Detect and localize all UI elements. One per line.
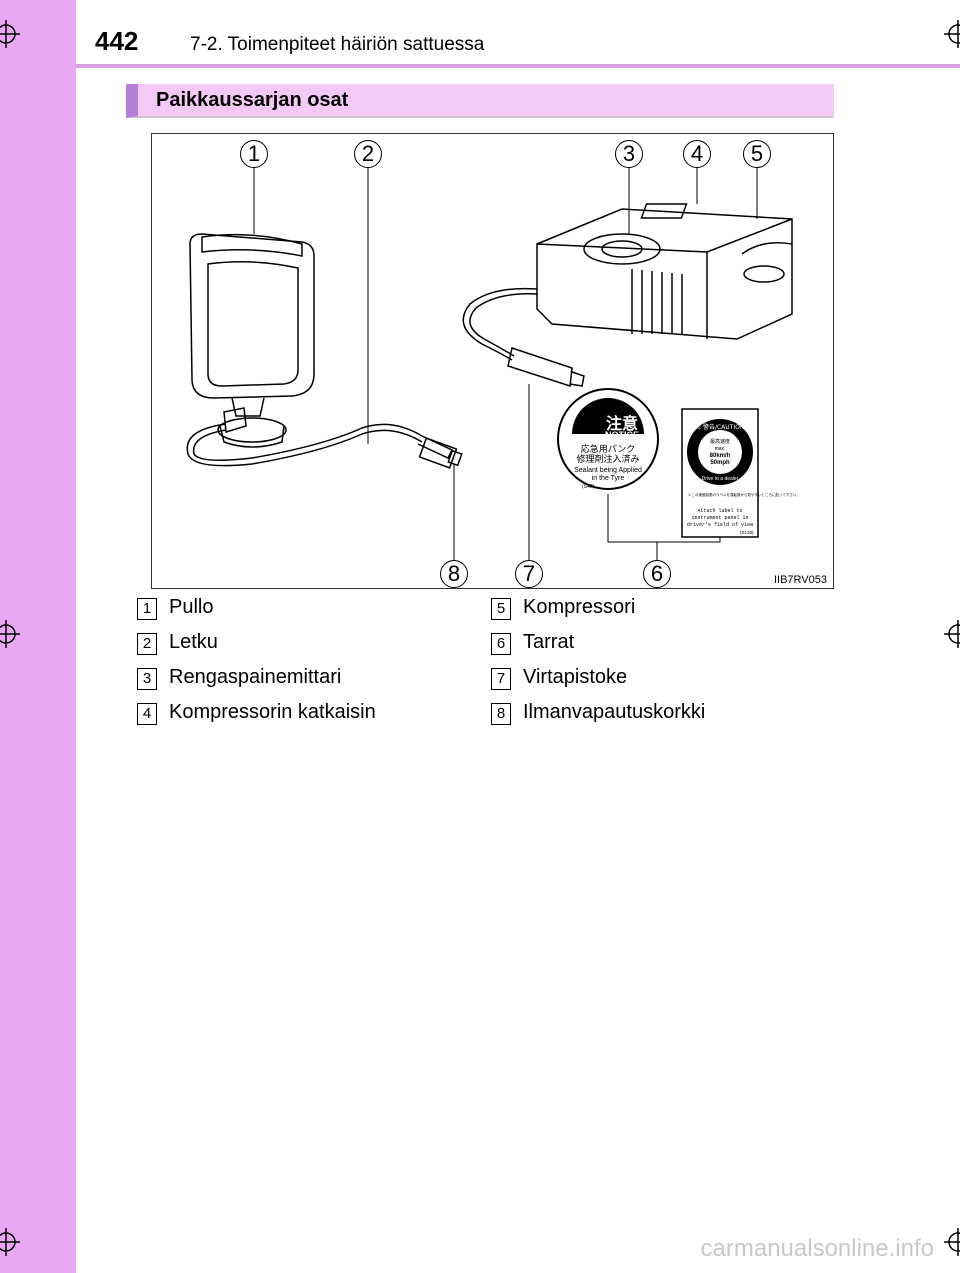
callout-1: 1 bbox=[240, 140, 268, 168]
legend-number: 4 bbox=[137, 703, 157, 725]
chapter-title: 7-2. Toimenpiteet häiriön sattuessa bbox=[190, 34, 485, 55]
legend-number: 2 bbox=[137, 633, 157, 655]
caution-code: (S139) bbox=[740, 530, 754, 535]
caution-note-en-3: driver's field of view bbox=[687, 522, 753, 528]
notice-jp-1: 応急用パンク bbox=[581, 443, 635, 455]
callout-2: 2 bbox=[354, 140, 382, 168]
caution-max: max. bbox=[715, 446, 726, 452]
caution-header: ⚠ 警告/CAUTION bbox=[696, 423, 745, 431]
hose bbox=[186, 423, 423, 467]
caution-sticker: ⚠ 警告/CAUTION 最高速度 max. 80km/h 50mph Driv… bbox=[681, 408, 800, 538]
bottle-body bbox=[189, 233, 315, 399]
crop-mark-icon bbox=[0, 20, 20, 48]
callout-7: 7 bbox=[515, 560, 543, 588]
legend-label: Ilmanvapautuskorkki bbox=[523, 701, 706, 723]
power-cord bbox=[462, 287, 538, 361]
notice-sticker: 注意 NOTICE 応急用パンク 修理剤注入済み Sealant being A… bbox=[557, 388, 659, 490]
crop-mark-icon bbox=[944, 1228, 960, 1256]
bottle-neck bbox=[231, 397, 265, 417]
legend-number: 6 bbox=[491, 633, 511, 655]
callout-6: 6 bbox=[643, 560, 671, 588]
legend-label: Tarrat bbox=[523, 631, 575, 653]
legend-label: Pullo bbox=[169, 596, 214, 618]
compressor-switch bbox=[640, 203, 688, 219]
compressor-body bbox=[536, 208, 793, 340]
notice-label: NOTICE bbox=[605, 430, 639, 440]
bottle-inner bbox=[207, 261, 299, 387]
air-release-cap bbox=[418, 437, 458, 469]
notice-en-1: Sealant being Applied bbox=[574, 467, 642, 474]
repair-kit-illustration: 注意 NOTICE 応急用パンク 修理剤注入済み Sealant being A… bbox=[151, 133, 834, 589]
bottle-cap bbox=[217, 417, 287, 443]
page-number: 442 bbox=[95, 26, 139, 56]
notice-en-2: in the Tyre bbox=[592, 475, 625, 482]
crop-mark-icon bbox=[944, 620, 960, 648]
legend-number: 5 bbox=[491, 598, 511, 620]
notice-jp-2: 修理剤注入済み bbox=[576, 453, 639, 465]
legend-label: Letku bbox=[169, 631, 218, 653]
legend-label: Rengaspainemittari bbox=[169, 666, 342, 688]
caution-note-jp: ＊この速度制限のラベルを運転席から見やすいところに貼って下さい。 bbox=[688, 492, 800, 497]
caution-mph: 50mph bbox=[710, 460, 730, 466]
illustration-drawing: 注意 NOTICE 応急用パンク 修理剤注入済み Sealant being A… bbox=[186, 162, 800, 560]
power-plug bbox=[507, 347, 573, 387]
crop-mark-icon bbox=[944, 20, 960, 48]
callout-4: 4 bbox=[683, 140, 711, 168]
pressure-gauge bbox=[583, 233, 661, 265]
notice-kanji: 注意 bbox=[606, 414, 638, 433]
section-title: Paikkaussarjan osat bbox=[156, 89, 349, 111]
caution-note-en-1: Attach label to bbox=[697, 508, 742, 514]
figure-code: IIB7RV053 bbox=[773, 574, 827, 586]
notice-code: (S40) bbox=[582, 484, 595, 490]
callout-5: 5 bbox=[743, 140, 771, 168]
legend-label: Virtapistoke bbox=[523, 666, 628, 688]
legend-label: Kompressorin katkaisin bbox=[169, 701, 376, 723]
legend-number: 7 bbox=[491, 668, 511, 690]
callout-3: 3 bbox=[615, 140, 643, 168]
caution-note-en-2: instrument panel in bbox=[691, 515, 748, 521]
caution-arc-text: Drive to a dealer bbox=[702, 476, 739, 482]
crop-mark-icon bbox=[0, 620, 20, 648]
side-band bbox=[0, 0, 76, 1273]
header-rule bbox=[76, 64, 960, 68]
legend-number: 1 bbox=[137, 598, 157, 620]
bottle-valve bbox=[223, 407, 247, 433]
section-heading-box: Paikkaussarjan osat bbox=[126, 84, 834, 118]
bottle-top bbox=[201, 233, 303, 257]
callout-8: 8 bbox=[440, 560, 468, 588]
legend-number: 8 bbox=[491, 703, 511, 725]
caution-speed-jp: 最高速度 bbox=[710, 438, 730, 445]
watermark: carmanualsonline.info bbox=[700, 1235, 934, 1262]
leader-lines bbox=[253, 162, 758, 560]
crop-mark-icon bbox=[0, 1228, 20, 1256]
caution-kmh: 80km/h bbox=[710, 453, 731, 459]
legend-number: 3 bbox=[137, 668, 157, 690]
legend-label: Kompressori bbox=[523, 596, 636, 618]
